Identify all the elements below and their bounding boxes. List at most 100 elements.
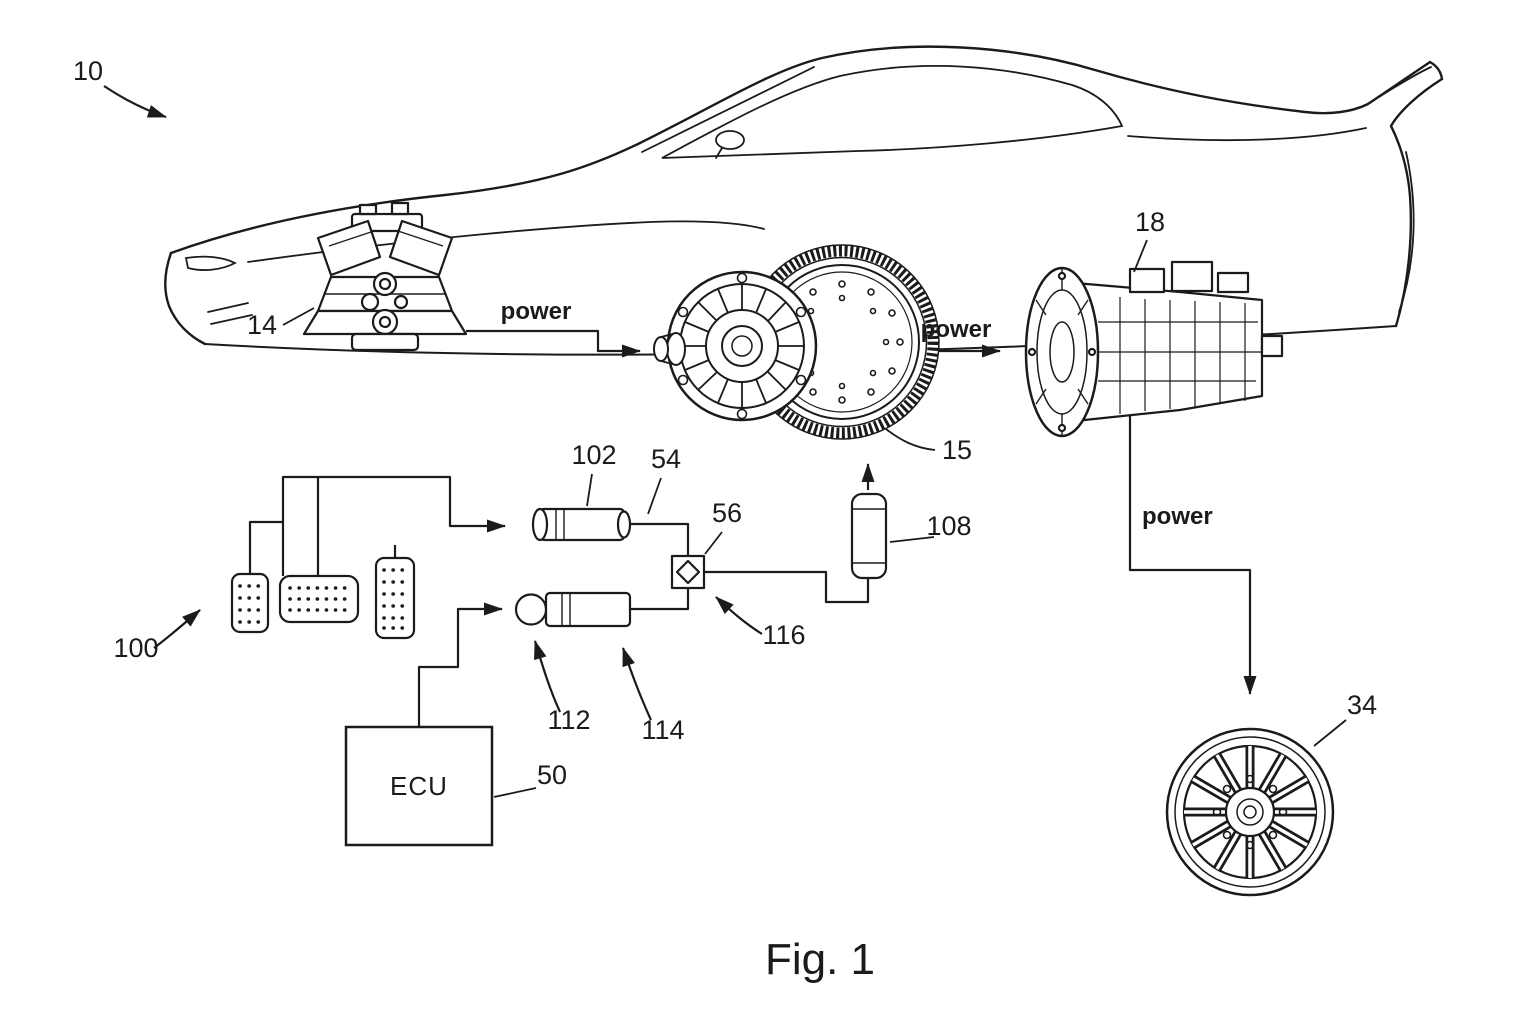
engine-left-bank-rib [328,230,375,247]
ref-label-34: 34 [1347,690,1377,720]
pressure-plate-hub [721,325,763,367]
control-valve [670,554,706,590]
wheel-hub-center [1243,805,1257,819]
leader-lines [282,239,1347,798]
transmission-bolt-4 [1087,347,1097,357]
power-label-transmission-wheel: power [1142,503,1213,530]
ref-label-15: 15 [942,435,972,465]
ref-label-10: 10 [73,56,103,86]
engine-aux-circle-1 [360,292,380,312]
clutch-assembly [653,244,940,440]
power-label-engine-clutch: power [501,298,572,325]
leader-56 [704,531,723,555]
leader-102 [586,473,593,507]
master-cylinder-cap-left [531,507,549,542]
pipe-master-to-valve [624,522,690,556]
wheel-hub-mid [1236,798,1264,826]
transmission-bell-center [1049,321,1075,383]
ecu-wire [417,602,503,727]
leader-108 [889,536,935,543]
transmission-top-box-1 [1128,267,1166,294]
pedal-assembly [230,556,416,640]
slave-cylinder [514,591,632,628]
engine-left-bank [316,219,382,277]
transmission-bolt-2 [1057,423,1067,433]
reference-labels: 10 14 15 18 34 50 54 56 100 102 108 112 … [73,56,1377,984]
clutch-input-hub-front [666,332,686,366]
accumulator [850,492,888,580]
ref-label-54: 54 [651,444,681,474]
arrow-116 [715,596,763,635]
wheel-hub-outer [1224,786,1276,838]
transmission-bolt-3 [1027,347,1037,357]
car-headlight [184,255,237,271]
clutch-disc-tooth-ring [745,245,939,439]
car-mirror-stem [715,147,723,159]
power-arrow-engine-clutch [466,329,641,358]
engine-right-bank-rib [397,230,444,247]
clutch-input-hub-end [653,336,669,362]
wheel-rim-outer [1174,736,1326,888]
slave-cylinder-seams [561,593,571,626]
ref-label-100: 100 [113,633,158,663]
wheel-spokes-light [1184,746,1316,878]
pedal-middle-dots [288,586,350,612]
leader-50 [493,787,537,798]
pipe-valve-to-accumulator [704,570,870,604]
transmission-output-shaft [1260,334,1284,358]
engine-oil-pan [350,332,420,352]
ref-label-108: 108 [926,511,971,541]
pressure-plate-hub-ring [705,309,779,383]
valve-diamond [675,559,701,585]
ecu-outline [344,725,494,847]
car-side-window [661,65,1124,159]
sensor-knob [514,593,548,626]
pedal-right-dots [382,568,408,630]
power-label-clutch-transmission: power [921,316,992,343]
master-cylinder-cap-right [616,510,632,539]
engine-pulley-inner [378,315,392,329]
accumulator-body [850,492,888,580]
engine-right-bank [388,219,454,277]
ecu-box: ECU [344,725,494,847]
leader-15 [885,428,936,451]
arrow-114 [621,647,653,721]
transmission-bolt-1 [1057,271,1067,281]
wheel-illustration [1165,727,1335,897]
transmission-top-box-2 [1170,260,1214,293]
arrow-100 [153,609,201,649]
engine-illustration [302,201,468,352]
power-line-transmission-wheel [1128,415,1257,695]
label-arrows [103,85,763,721]
engine-front-circle-inner [378,277,392,291]
accumulator-seams [852,508,886,564]
ref-label-14: 14 [247,310,277,340]
ref-label-114: 114 [641,715,684,745]
engine-aux-circle-2 [393,294,409,310]
pedal-left [230,572,270,634]
ref-label-102: 102 [571,440,616,470]
ref-label-112: 112 [547,705,590,735]
leader-18 [1133,239,1148,273]
pedal-link-left [248,520,283,574]
master-cylinder-seams [555,509,565,540]
leader-54 [647,477,662,515]
pipe-slave-to-valve [630,588,690,611]
master-cylinder [531,507,632,542]
ref-label-116: 116 [762,620,805,650]
pressure-plate-hub-center [731,335,753,357]
leader-34 [1313,719,1347,747]
engine-cap-2 [390,201,410,216]
master-cylinder-body [538,507,626,542]
engine-cap-1 [358,203,378,216]
car-windshield-line [641,66,815,153]
transmission-illustration [1024,260,1284,438]
pedal-left-dots [238,584,262,624]
car-spoiler-underside [1367,66,1432,105]
pedal-bus-line [281,475,506,576]
arrow-10 [103,85,167,119]
leader-14 [282,307,315,326]
transmission-ribs [1119,297,1246,414]
